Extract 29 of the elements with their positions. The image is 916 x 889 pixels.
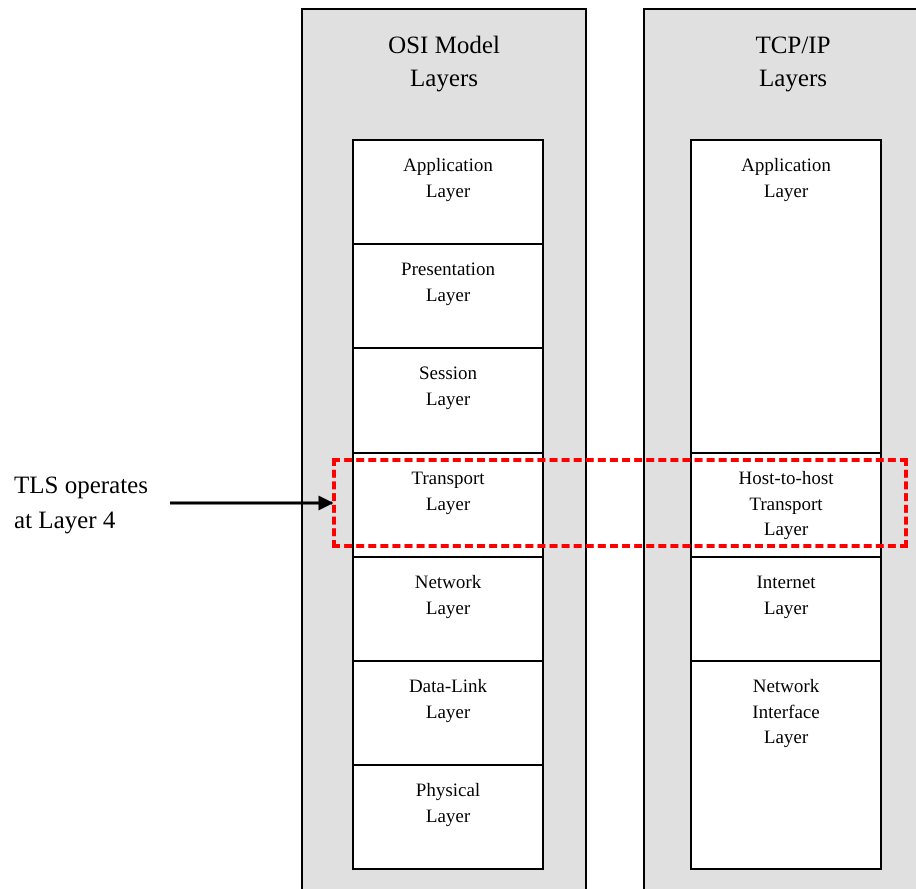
layer-label: Session Layer: [418, 362, 478, 412]
layer-label: Network Interface Layer: [751, 675, 821, 750]
panel-title: OSI Model Layers: [387, 31, 501, 94]
layer-box: [352, 556, 544, 662]
layer-stack-panel: [643, 8, 916, 889]
layer-box: [352, 347, 544, 454]
layer-box: [352, 139, 544, 245]
layer-box: [352, 452, 544, 558]
layer-box: [690, 660, 882, 870]
layer-label: Physical Layer: [414, 779, 482, 829]
dashed-highlight-box: [332, 458, 908, 548]
panel-title: TCP/IP Layers: [754, 31, 832, 94]
layer-label: Transport Layer: [410, 467, 486, 517]
annotation-text: TLS operates at Layer 4: [14, 471, 149, 536]
layer-label: Network Layer: [414, 571, 482, 621]
layer-box: [690, 556, 882, 662]
layer-box: [352, 243, 544, 349]
layer-box: [690, 452, 882, 558]
layer-label: Internet Layer: [755, 571, 817, 621]
layer-box: [352, 660, 544, 766]
layer-label: Data-Link Layer: [408, 675, 488, 725]
layer-label: Host-to-host Transport Layer: [738, 467, 834, 542]
layer-label: Application Layer: [740, 154, 832, 204]
layer-stack-panel: [301, 8, 587, 889]
layer-box: [690, 139, 882, 454]
arrow: [170, 496, 334, 510]
layer-label: Application Layer: [402, 154, 494, 204]
layer-box: [352, 764, 544, 870]
layer-label: Presentation Layer: [400, 258, 496, 308]
